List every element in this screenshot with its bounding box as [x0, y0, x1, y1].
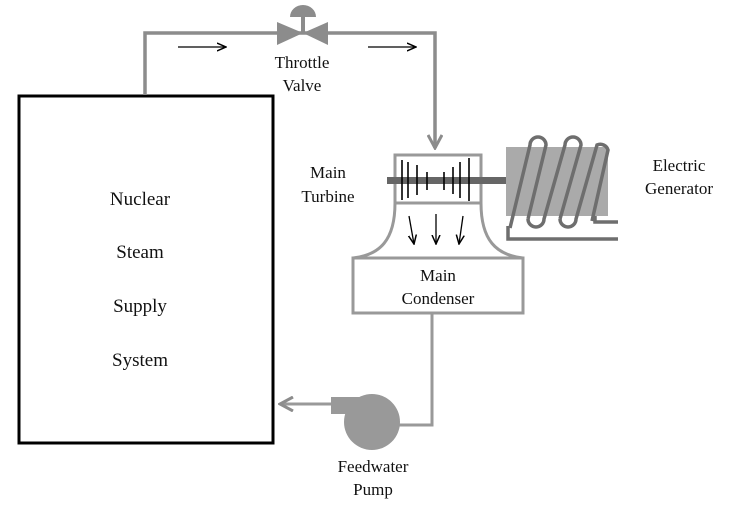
nsss-label-line: Steam [116, 242, 164, 263]
feedwater-pump-icon [331, 394, 400, 450]
nsss-label-line: Nuclear [110, 189, 171, 210]
label-line: Main [420, 266, 456, 285]
throttle-valve-label: Throttle Valve [275, 53, 330, 95]
label-line: Generator [645, 179, 713, 198]
nsss-box [17, 94, 275, 445]
nsss-label-line: Supply [113, 296, 167, 317]
label-line: Feedwater [338, 457, 409, 476]
electric-generator-label: Electric Generator [645, 156, 713, 198]
throttle-valve-icon [277, 5, 328, 45]
label-line: Turbine [301, 187, 354, 206]
label-line: Main [310, 163, 346, 182]
label-line: Throttle [275, 53, 330, 72]
main-turbine-label: Main Turbine [301, 163, 354, 206]
label-line: Electric [653, 156, 706, 175]
nsss-label: Nuclear Steam Supply System [110, 189, 171, 371]
turbine-blades [401, 158, 470, 201]
nsss-label-line: System [112, 350, 168, 371]
feedwater-pump-label: Feedwater Pump [338, 457, 409, 499]
turbine-shaft [387, 177, 512, 184]
condensate-line [398, 313, 434, 427]
main-condenser-label: Main Condenser [402, 266, 475, 308]
label-line: Condenser [402, 289, 475, 308]
label-line: Pump [353, 480, 393, 499]
label-line: Valve [283, 76, 322, 95]
turbine-exhaust-hood [352, 201, 524, 260]
generator-coil [506, 135, 618, 241]
main-condenser-box [351, 256, 525, 315]
turbine-exhaust-arrows [409, 214, 463, 244]
